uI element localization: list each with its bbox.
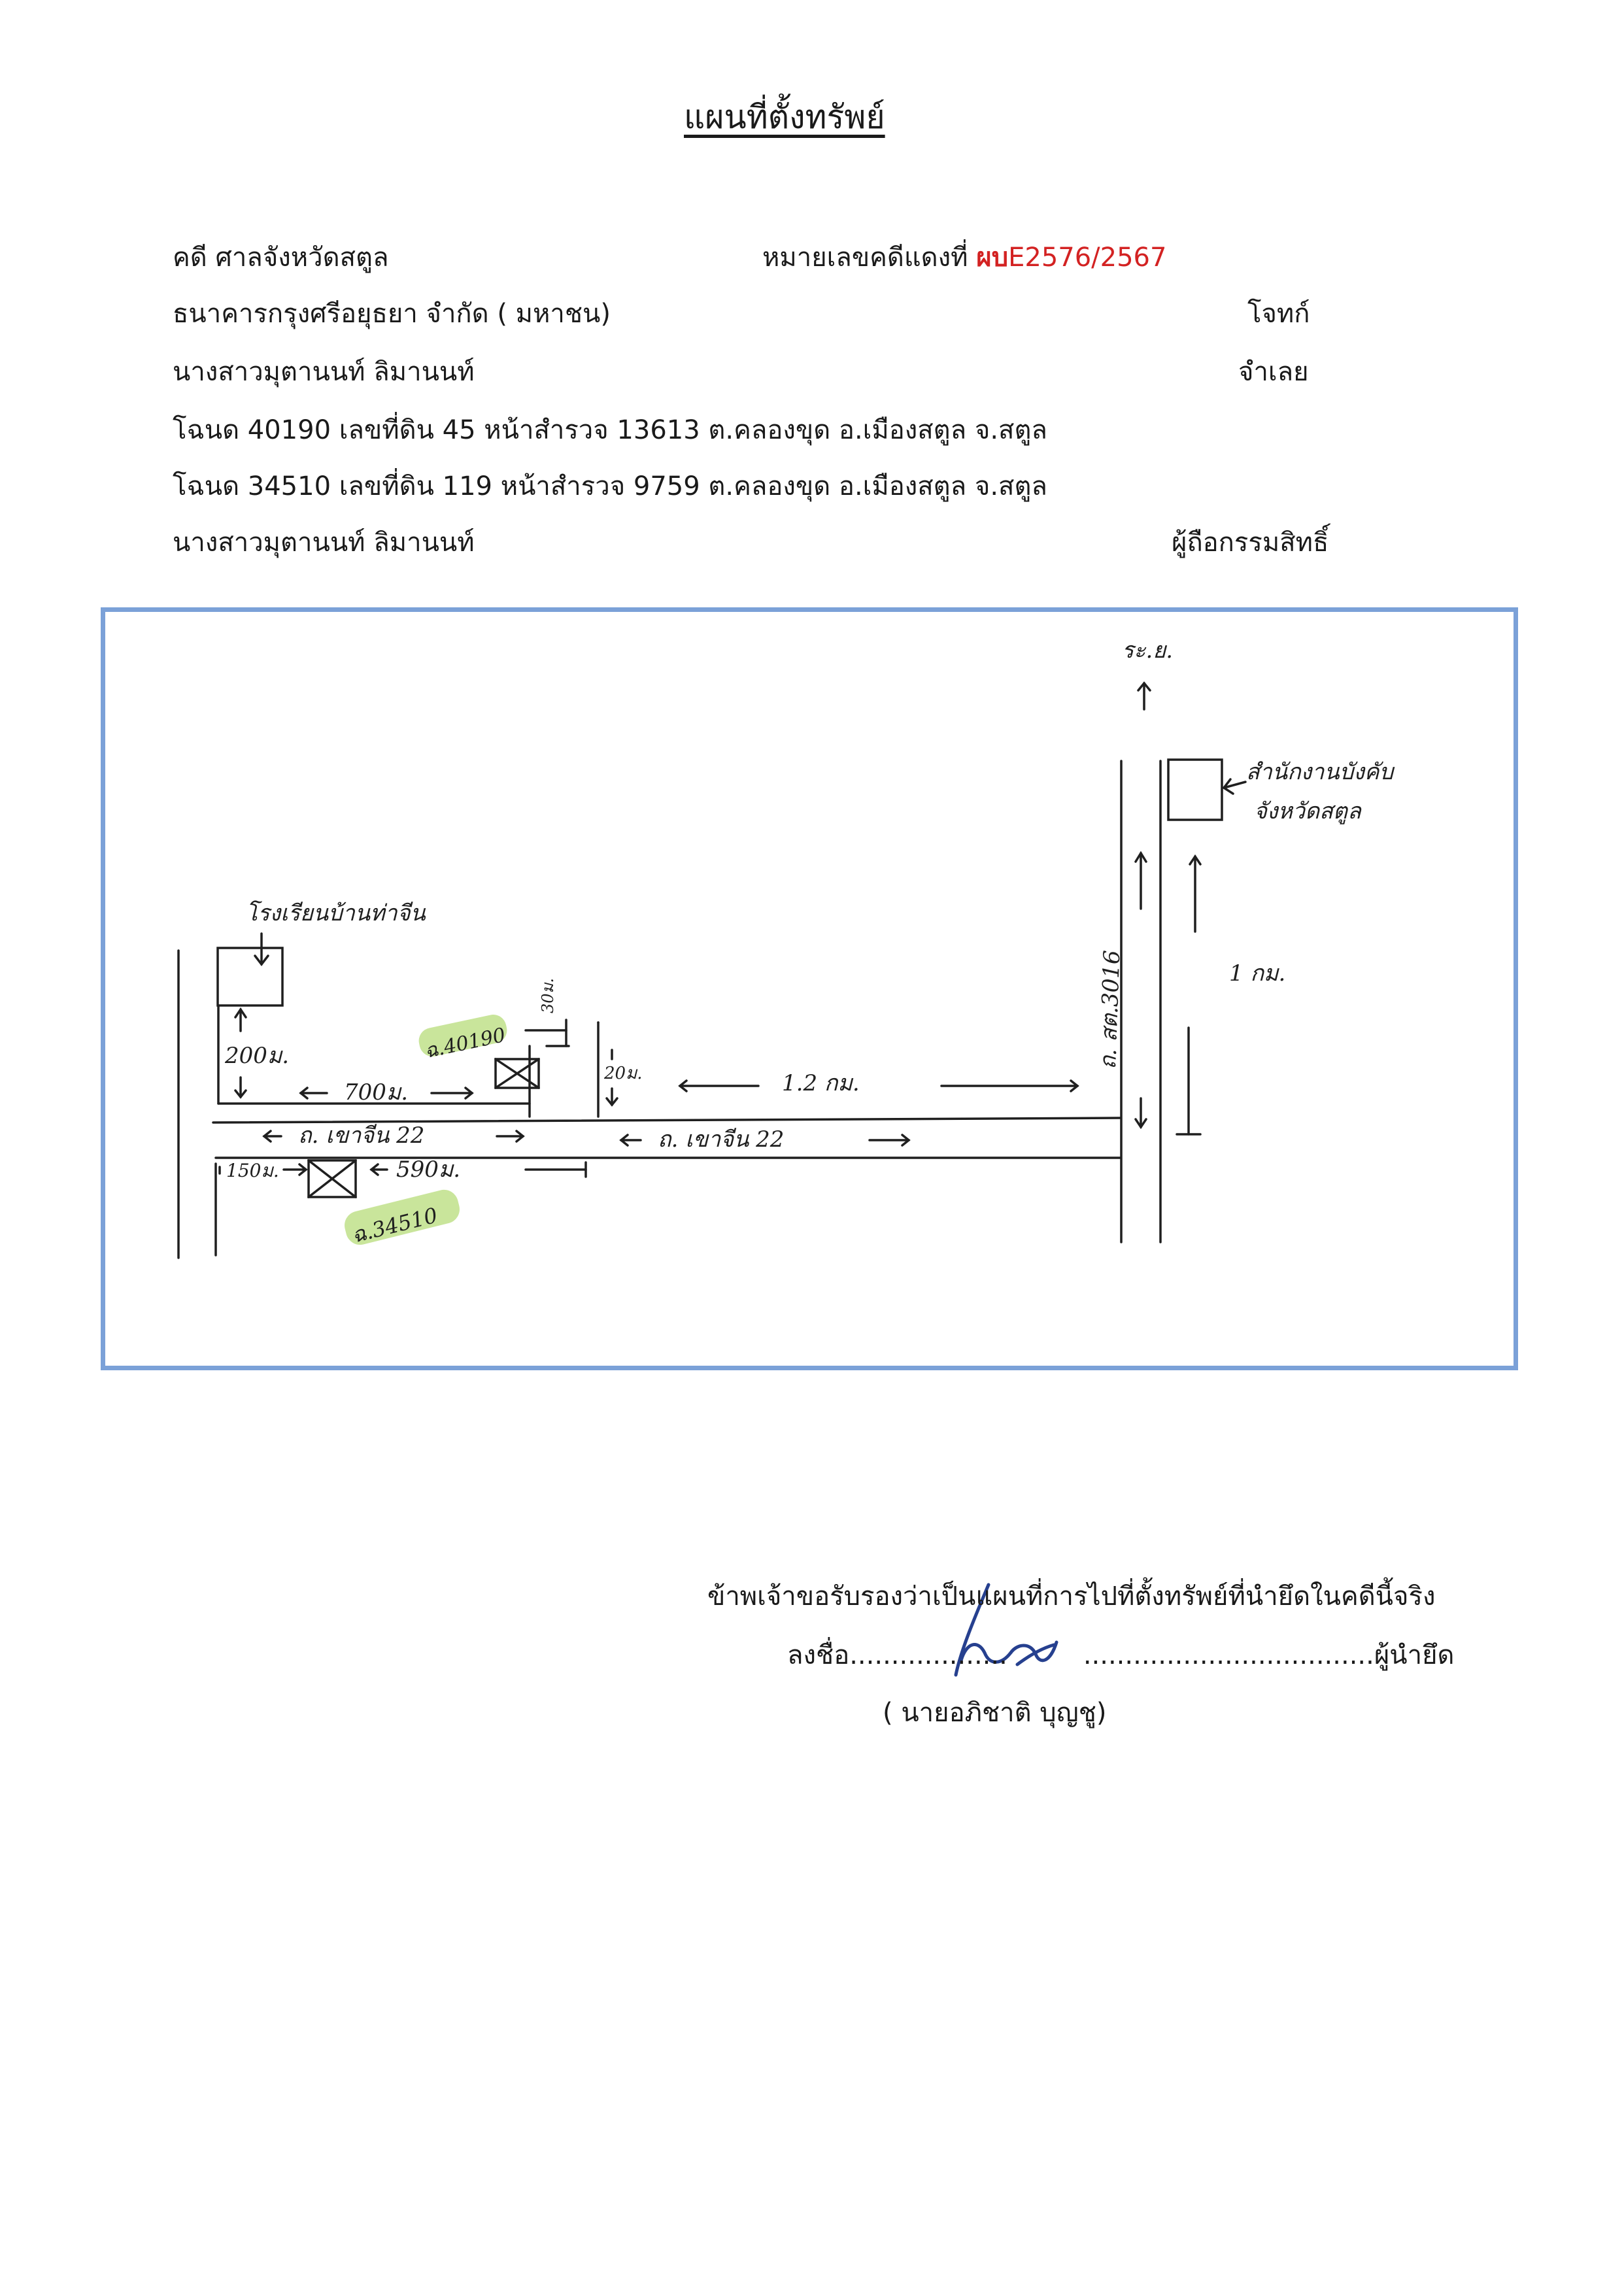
north-label: ระ.ย. — [1122, 637, 1173, 664]
dist-1-2km-label: 1.2 กม. — [782, 1070, 860, 1096]
red-case-number-value: E2576/2567 — [1008, 243, 1167, 273]
plaintiff-role: โจทก์ — [1247, 299, 1310, 329]
sign-prefix: ลงชื่อ — [787, 1640, 850, 1670]
signature-mark — [954, 1583, 1058, 1677]
plaintiff-name: ธนาคารกรุงศรีอยุธยา จำกัด ( มหาชน) — [173, 299, 611, 329]
office-label-line2: จังหวัดสตูล — [1254, 798, 1362, 824]
plot-40190-marker — [494, 1058, 540, 1089]
page-title: แผนที่ตั้งทรัพย์ — [684, 98, 885, 136]
highlight-34510 — [345, 1189, 460, 1245]
road-khao-jin-right-label: ถ. เขาจีน 22 — [658, 1126, 784, 1153]
defendant-role: จำเลย — [1238, 357, 1309, 387]
road-3016-label: ถ. สต.3016 — [1095, 950, 1125, 1070]
dist-small-left-label: 20ม. — [603, 1064, 643, 1083]
dist-1km-label: 1 กม. — [1229, 960, 1285, 987]
office-label-line1: สำนักงานบังคับ — [1246, 759, 1395, 785]
deed-line-1: โฉนด 40190 เลขที่ดิน 45 หน้าสำรวจ 13613 … — [173, 415, 1047, 445]
road-khao-jin-left-label: ถ. เขาจีน 22 — [298, 1123, 424, 1149]
defendant-name: นางสาวมุตานนท์ ลิมานนท์ — [173, 357, 475, 387]
office-building — [1167, 758, 1223, 821]
school-label: โรงเรียนบ้านท่าจีน — [246, 900, 426, 926]
signature-line: ลงชื่อ..................................… — [787, 1640, 1455, 1671]
red-case-number-prefix: ผบ — [976, 243, 1009, 273]
signer-name: ( นายอภิชาติ บุญชู) — [883, 1698, 1107, 1728]
owner-name: นางสาวมุตานนท์ ลิมานนท์ — [173, 528, 475, 558]
sign-role: ผู้นำยึด — [1374, 1640, 1455, 1670]
certification-statement: ข้าพเจ้าขอรับรองว่าเป็นแผนที่การไปที่ตั้… — [707, 1581, 1436, 1612]
deed-line-2: โฉนด 34510 เลขที่ดิน 119 หน้าสำรวจ 9759 … — [173, 471, 1047, 501]
dist-200m-label: 200ม. — [224, 1043, 289, 1069]
dist-150m-label: 150ม. — [226, 1160, 279, 1181]
map-frame — [101, 607, 1518, 1370]
dist-small-right-label: 30ม. — [539, 978, 557, 1013]
sign-dots-right: ................................... — [1083, 1640, 1374, 1670]
owner-role: ผู้ถือกรรมสิทธิ์ — [1172, 528, 1329, 558]
red-case-number: หมายเลขคดีแดงที่ ผบE2576/2567 — [762, 242, 1166, 273]
school-building — [216, 947, 284, 1007]
dist-700m-label: 700ม. — [344, 1079, 408, 1106]
red-case-number-label: หมายเลขคดีแดงที่ — [762, 243, 968, 273]
highlight-40190 — [418, 1015, 507, 1056]
sign-dots-left: ................... — [849, 1640, 1007, 1670]
road-khao-jin-top-edge — [212, 1117, 1122, 1124]
plot-34510-marker — [307, 1159, 357, 1198]
case-court: คดี ศาลจังหวัดสตูล — [173, 243, 389, 273]
dist-590m-label: 590ม. — [396, 1156, 460, 1183]
